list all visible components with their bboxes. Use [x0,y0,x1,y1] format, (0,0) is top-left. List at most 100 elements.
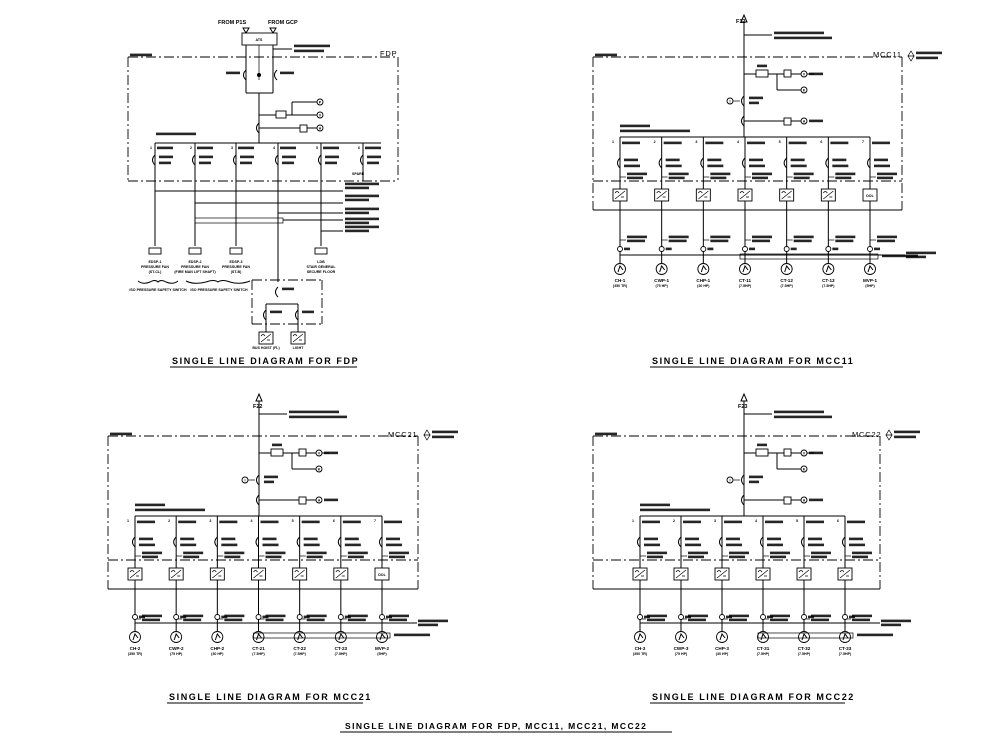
motor-glyph [742,264,749,273]
sub-load-starter [290,331,306,345]
main-breaker-frame [749,480,759,484]
fuse-rating [757,443,767,447]
outgoing-cable-note [306,614,327,618]
outgoing-cable-note-2 [688,618,706,622]
outgoing-cable-note [647,614,667,618]
starter-vfd [127,567,143,581]
selector-switch-icon [783,496,792,505]
motor-tag: CT-31 [757,646,770,651]
cable-note [770,551,790,555]
mccb-icon [637,536,641,548]
feeder-arrow-icon [255,392,263,402]
selector-switch-icon [298,496,307,505]
mccb-frame [221,543,238,547]
current-transformer-icon [741,115,745,127]
feeder-number: 6 [333,519,335,523]
motor-circle [129,631,141,643]
starter-vfd [779,188,795,202]
motor-tag: CHP-2 [210,646,224,651]
vfd-icon [716,569,728,579]
motor-glyph [214,632,221,641]
motor-tag: CT-11 [739,278,752,283]
mccb-frame [808,543,824,547]
earth-leakage-relay-icon-letter: I [730,99,731,103]
load-desc: PRESSURE FAN [222,265,250,269]
flexible-conduit-note [906,251,936,255]
mccb-icon [658,157,663,169]
mccb-frame [282,161,294,165]
cable-note-2 [752,176,768,180]
mccb-icon [867,157,871,169]
isolator-label [344,615,351,619]
motor-icon [614,263,626,275]
motor-glyph [637,632,644,641]
outgoing-cable-note-2 [793,239,812,243]
feeder-bay-note [872,141,890,145]
feeder-number: 4 [251,519,253,523]
panel-location-note [595,432,617,436]
motor-circle [252,631,265,643]
cable-note [142,551,162,555]
subpanel-breaker-icon [295,309,299,321]
busbar-note [156,132,196,136]
motor-icon [822,263,835,275]
isolator-label [262,615,269,619]
load-note: (ST-CL) [149,270,163,274]
isolator-label [624,247,630,251]
ammeter-icon [800,496,808,504]
selector-switch-icon [783,117,792,126]
motor-rating: (5HP) [865,284,875,288]
subpanel-breaker-rating [282,287,294,291]
mccb-rating [832,158,847,162]
vfd-icon [698,190,709,200]
motor-icon [129,631,141,643]
feeder-bay-note [806,520,824,524]
incoming-cable-note-2 [774,415,832,419]
incoming-cable-note [774,31,824,35]
cable-note [306,551,327,555]
feeder-bay-note [747,141,765,145]
isolator-label [386,615,392,619]
cable-note-2 [345,211,369,215]
source-2-breaker-icon [274,69,278,81]
feeder-number: 5 [316,146,318,150]
mccb-icon [783,157,788,169]
isolator-label [707,247,714,251]
motor-tag: CWP-3 [674,646,689,651]
mccb-frame [159,161,171,165]
feeder-number: 3 [695,140,697,144]
kwh-meter-icon [800,465,808,473]
pilot-lamp-icon [316,98,324,106]
cable-note [729,551,749,555]
isolator-label [180,615,187,619]
cable-note-2 [347,555,364,559]
vfd-icon [294,569,305,579]
mccb-frame [749,164,765,168]
cable-note-2 [877,176,893,180]
motor-tag: CT-32 [798,646,811,651]
earth-symbol-icon [907,50,915,62]
isolator-label [644,615,650,619]
mccb-icon [192,154,196,166]
cable-note [710,172,731,176]
cable-note-2 [265,555,282,559]
sub-load-starter [258,331,274,345]
isolator-icon [801,614,807,620]
cable-note [347,551,368,555]
mccb-icon [318,154,322,166]
control-cable-bundle [253,632,391,639]
mccb-rating [767,537,781,541]
flexible-conduit-note [418,619,448,623]
mccb-frame [367,161,379,165]
busbar-note-2 [620,129,690,133]
mccb-rating [624,158,638,162]
vfd-icon [798,569,810,579]
mcc22-feeder: F23 [738,404,747,410]
mccb-rating [808,537,822,541]
load-box [314,247,328,255]
feeder-bay-note [663,141,682,145]
incoming-cable-note [289,410,339,414]
